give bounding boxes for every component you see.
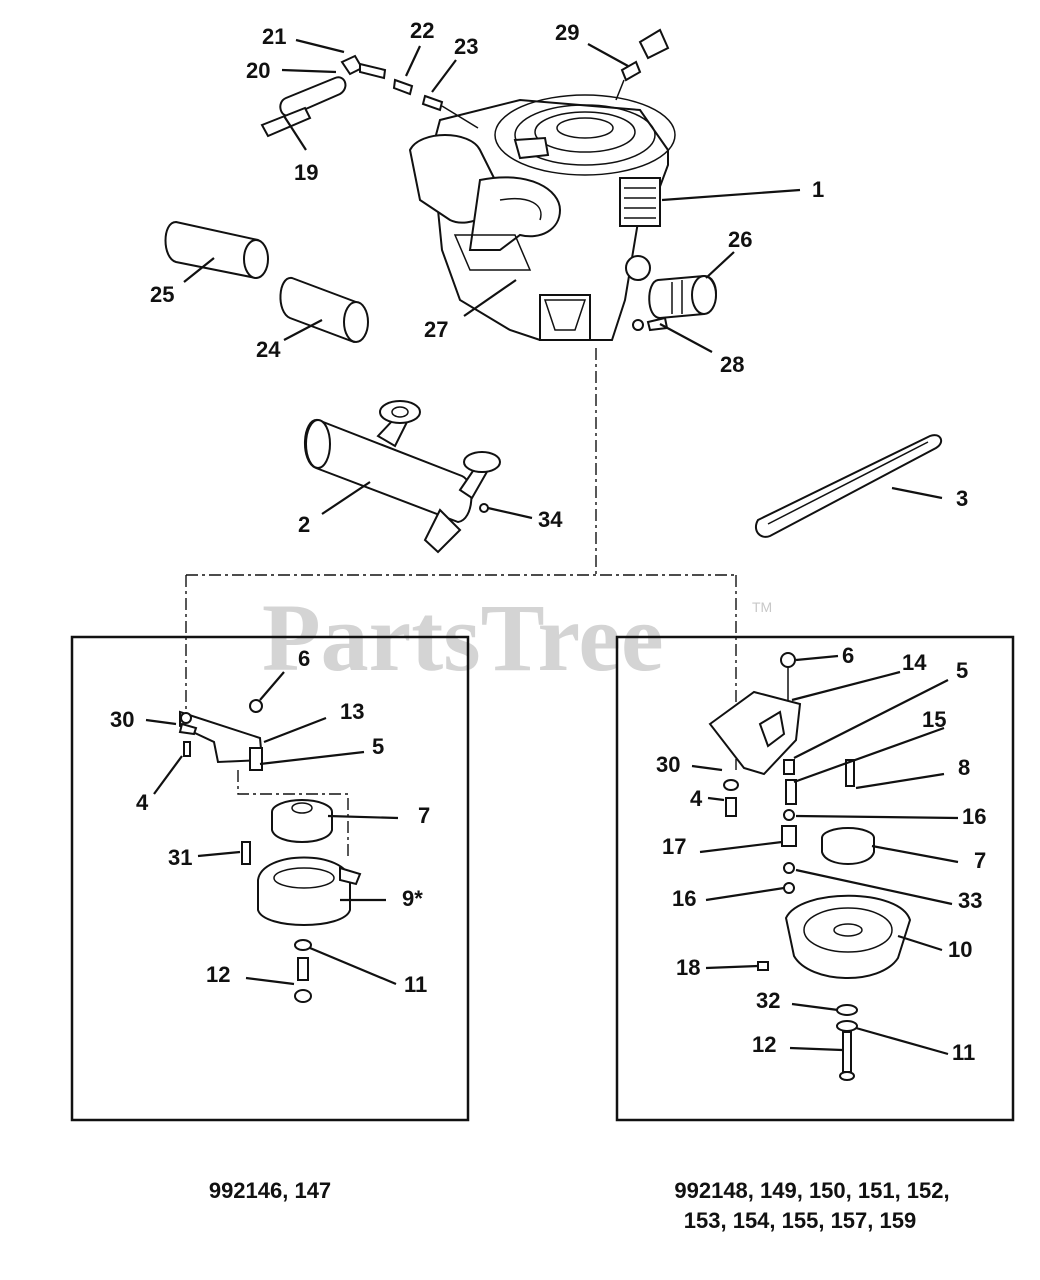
right-label-16-lower: 16 <box>672 886 696 911</box>
right-label-12: 12 <box>752 1032 776 1057</box>
label-27: 27 <box>424 317 448 342</box>
label-19: 19 <box>294 160 318 185</box>
right-label-18: 18 <box>676 955 700 980</box>
label-21: 21 <box>262 24 286 49</box>
label-29: 29 <box>555 20 579 45</box>
label-2: 2 <box>298 512 310 537</box>
right-assembly-box <box>615 635 1015 1122</box>
left-label-31: 31 <box>168 845 192 870</box>
part-3-belt <box>754 434 943 538</box>
right-label-6: 6 <box>842 643 854 668</box>
right-label-14: 14 <box>902 650 927 675</box>
part-19-pin <box>260 106 312 138</box>
left-label-7: 7 <box>418 803 430 828</box>
watermark-trademark: TM <box>752 599 772 615</box>
part-28-fitting <box>632 316 669 332</box>
right-label-4: 4 <box>690 786 703 811</box>
right-clutch-assembly <box>708 652 912 1081</box>
part-24-filter <box>279 277 369 344</box>
part-20-tube <box>279 76 347 117</box>
engine-illustration <box>408 94 676 341</box>
part-number-labels: 21 20 22 23 19 29 1 26 25 24 27 28 2 34 … <box>110 18 986 1065</box>
right-label-5: 5 <box>956 658 968 683</box>
label-22: 22 <box>410 18 434 43</box>
label-24: 24 <box>256 337 281 362</box>
left-label-12: 12 <box>206 962 230 987</box>
part-26-oil-filter <box>648 274 717 320</box>
label-20: 20 <box>246 58 270 83</box>
label-3: 3 <box>956 486 968 511</box>
label-28: 28 <box>720 352 744 377</box>
label-25: 25 <box>150 282 174 307</box>
label-1: 1 <box>812 177 824 202</box>
left-assembly-box <box>70 635 470 1122</box>
left-clutch-assembly <box>178 699 362 1003</box>
right-box-caption-line1: 992148, 149, 150, 151, 152, <box>674 1178 949 1203</box>
right-label-11: 11 <box>952 1040 975 1065</box>
left-label-30: 30 <box>110 707 134 732</box>
right-label-17: 17 <box>662 834 686 859</box>
left-label-11: 11 <box>404 972 427 997</box>
left-label-13: 13 <box>340 699 364 724</box>
right-label-8: 8 <box>958 755 970 780</box>
left-label-9: 9* <box>402 886 423 911</box>
right-label-30: 30 <box>656 752 680 777</box>
right-box-caption-line2: 153, 154, 155, 157, 159 <box>684 1208 916 1233</box>
part-25-filter <box>164 220 269 280</box>
part-29-plug <box>615 28 670 101</box>
label-26: 26 <box>728 227 752 252</box>
right-label-7: 7 <box>974 848 986 873</box>
part-2-muffler <box>303 400 501 554</box>
right-label-33: 33 <box>958 888 982 913</box>
label-34: 34 <box>538 507 563 532</box>
parts-21-22-23-fittings <box>340 54 479 129</box>
right-label-16-upper: 16 <box>962 804 986 829</box>
left-label-4: 4 <box>136 790 149 815</box>
right-label-10: 10 <box>948 937 972 962</box>
right-label-15: 15 <box>922 707 946 732</box>
left-label-5: 5 <box>372 734 384 759</box>
right-label-32: 32 <box>756 988 780 1013</box>
label-23: 23 <box>454 34 478 59</box>
left-box-caption: 992146, 147 <box>209 1178 331 1203</box>
left-label-6: 6 <box>298 646 310 671</box>
leader-lines <box>145 38 959 1056</box>
